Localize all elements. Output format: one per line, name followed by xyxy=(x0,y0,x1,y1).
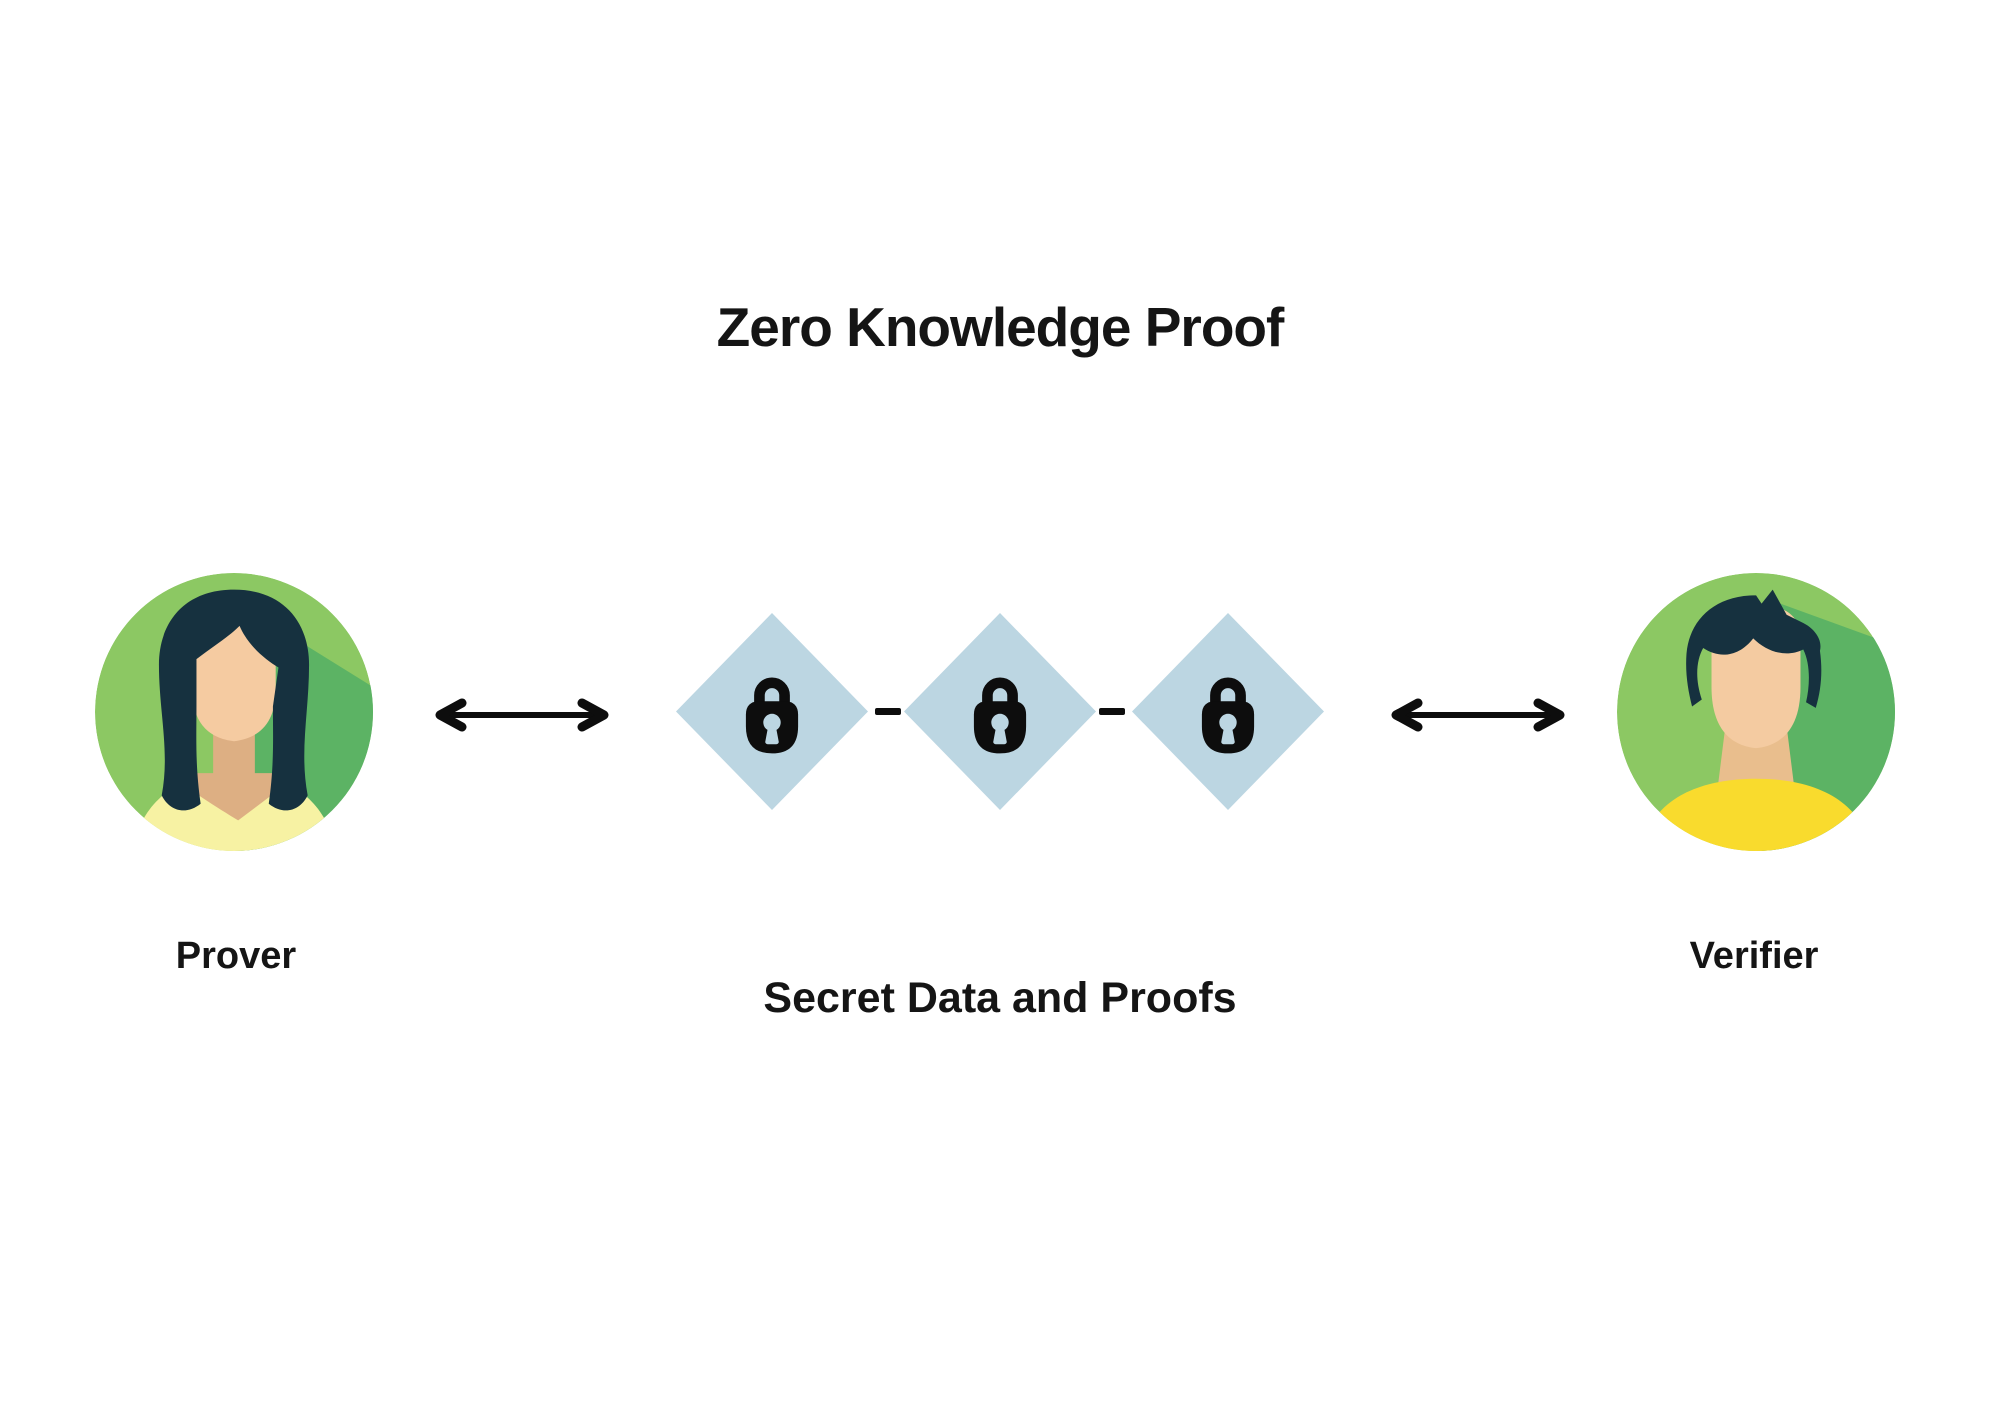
page-title: Zero Knowledge Proof xyxy=(716,296,1285,358)
man-avatar-icon xyxy=(1617,573,1895,851)
double-headed-arrow-icon xyxy=(435,698,609,732)
chain-caption: Secret Data and Proofs xyxy=(763,974,1237,1022)
lock-icon xyxy=(745,677,799,753)
lock-icon xyxy=(973,677,1027,753)
dash-connector xyxy=(1099,708,1125,715)
lock-diamond xyxy=(1132,613,1324,810)
double-headed-arrow-icon xyxy=(1391,698,1565,732)
verifier-label: Verifier xyxy=(1689,935,1819,977)
woman-avatar-icon xyxy=(95,573,373,851)
lock-icon xyxy=(1201,677,1255,753)
lock-diamond xyxy=(904,613,1096,810)
prover-label: Prover xyxy=(175,935,297,977)
dash-connector xyxy=(875,708,901,715)
lock-diamond xyxy=(676,613,868,810)
